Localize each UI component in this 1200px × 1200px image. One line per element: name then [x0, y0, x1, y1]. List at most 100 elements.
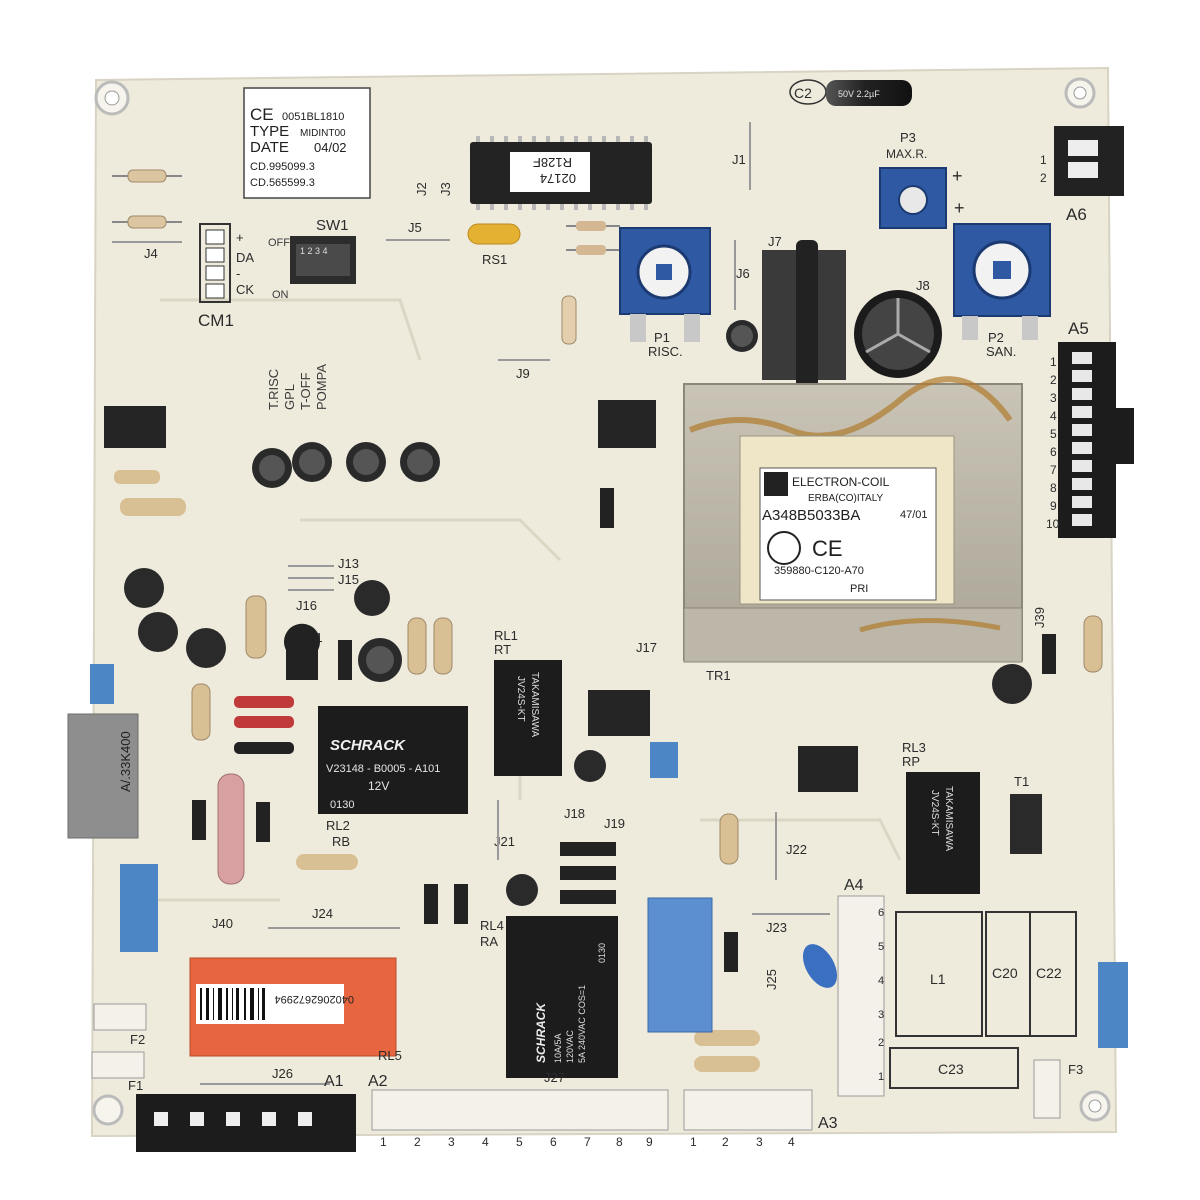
p3-sub: MAX.R. [886, 147, 927, 161]
connector-a1: A1 [136, 1073, 356, 1152]
x2-capacitor-blue [647, 897, 713, 1033]
a4-pin-3: 3 [878, 1009, 884, 1021]
rt-label: RT [494, 642, 511, 657]
svg-text:+: + [954, 198, 965, 218]
ferrite-choke-j7: J7 [762, 234, 846, 390]
resistors-center-top [561, 221, 620, 345]
a4-pin-2: 2 [878, 1037, 884, 1049]
connector-a5: A5 1 2 3 4 5 6 7 8 9 10 [1046, 319, 1134, 538]
tr1-origin: ERBA(CO)ITALY [808, 493, 884, 504]
sw1-on: ON [272, 289, 289, 301]
j40-label: J40 [212, 916, 233, 931]
jumper-group-j13-j16: J13 J15 J16 [288, 556, 359, 613]
connector-a6: 1 2 A6 [1040, 126, 1124, 224]
a2-pin-9: 9 [646, 1135, 653, 1149]
rl3-brand: TAKAMISAWA [943, 786, 954, 852]
c2-label: C2 [794, 85, 812, 101]
j13-label: J13 [338, 556, 359, 571]
rl2-date: 0130 [330, 799, 354, 811]
rl1-brand: TAKAMISAWA [529, 672, 540, 738]
a2-pin-2: 2 [414, 1135, 421, 1149]
cm1-ck: CK [236, 282, 254, 297]
a5-pin-7: 7 [1050, 463, 1057, 477]
rl2-brand: SCHRACK [330, 737, 406, 754]
a3-pin-2: 2 [722, 1135, 729, 1149]
rl4-rating1: 10A/5A [553, 1033, 563, 1063]
a6-pin2: 2 [1040, 171, 1047, 185]
j27-label: J27 [544, 1070, 565, 1085]
label-type-value: MIDINT00 [300, 128, 346, 139]
fuses: F2 F1 F3 [91, 1003, 1083, 1119]
a5-pin-4: 4 [1050, 409, 1057, 423]
j23-label: J23 [766, 920, 787, 935]
label-ce: CE [250, 105, 274, 124]
p1-sub: RISC. [648, 344, 683, 359]
j17-label: J17 [636, 640, 657, 655]
electrolytic-small-top [726, 320, 758, 352]
j19-label: J19 [604, 816, 625, 831]
a5-pin-1: 1 [1050, 355, 1057, 369]
relay-rl3: RL3 RP TAKAMISAWA JV24S-KT [902, 740, 980, 894]
resistors-vertical [114, 470, 1103, 1072]
transformer-tr1: ELECTRON-COIL ERBA(CO)ITALY A348B5033BA … [683, 376, 1023, 683]
relay-rl4: RL4 RA SCHRACK 10A/5A 120VAC 5A 240VAC C… [480, 916, 618, 1078]
c20-label: C20 [992, 965, 1018, 981]
a6-label: A6 [1066, 205, 1087, 224]
p1-label: P1 [654, 330, 670, 345]
a5-pin-5: 5 [1050, 427, 1057, 441]
sw1-fn-4: POMPA [314, 364, 329, 410]
orange-component: 0402062672994 RL5 [189, 957, 402, 1063]
a5-pin-10: 10 [1046, 517, 1060, 531]
rl1-label: RL1 [494, 628, 518, 643]
rl3-label: RL3 [902, 740, 926, 755]
chip-sticker-line1: 02174 [540, 171, 576, 186]
a5-pin-3: 3 [1050, 391, 1057, 405]
diodes [192, 488, 1056, 972]
a2-pin-3: 3 [448, 1135, 455, 1149]
tr1-brand: ELECTRON-COIL [792, 475, 890, 489]
rl2-label: RL2 [326, 818, 350, 833]
j3-label: J3 [438, 182, 453, 196]
label-cd2: CD.565599.3 [250, 177, 315, 189]
a2-pin-1: 1 [380, 1135, 387, 1149]
a4-label: A4 [844, 877, 864, 894]
sw1-label: SW1 [316, 217, 349, 234]
ra-label: RA [480, 934, 498, 949]
j4-label: J4 [144, 246, 158, 261]
tr1-pri: PRI [850, 583, 868, 595]
label-cd1: CD.995099.3 [250, 161, 315, 173]
optocoupler-mid [588, 690, 650, 736]
sw1-numbers: 1 2 3 4 [300, 246, 328, 256]
rs1-label: RS1 [482, 252, 507, 267]
relay-rl1: RL1 RT TAKAMISAWA JV24S-KT [494, 628, 562, 776]
sw1-fn-2: GPL [282, 384, 297, 410]
connector-a4: A4 6 5 4 3 2 1 [837, 877, 885, 1097]
a5-pin-2: 2 [1050, 373, 1057, 387]
label-date-value: 04/02 [314, 140, 347, 155]
label-card: CE 0051BL1810 TYPE MIDINT00 DATE 04/02 C… [243, 87, 371, 199]
rl4-label: RL4 [480, 918, 504, 933]
a4-pin-5: 5 [878, 941, 884, 953]
cm1-label: CM1 [198, 311, 234, 330]
sw1-fn-3: T-OFF [298, 372, 313, 410]
label-type: TYPE [250, 123, 289, 140]
connector-cm1: + DA - CK CM1 [198, 223, 254, 330]
chip-sticker-line2: R128F [533, 155, 572, 170]
rl4-code: 0130 [597, 943, 607, 963]
a3-pin-3: 3 [756, 1135, 763, 1149]
film-cap-print: A/.33K400 [118, 731, 133, 792]
a3-label: A3 [818, 1115, 838, 1132]
label-date: DATE [250, 139, 289, 156]
rl5-label: RL5 [378, 1048, 402, 1063]
a3-pin-4: 4 [788, 1135, 795, 1149]
electrolytic-row [124, 442, 1032, 906]
tr1-code: 359880-C120-A70 [774, 565, 864, 577]
orange-code: 0402062672994 [274, 993, 354, 1005]
a5-pin-8: 8 [1050, 481, 1057, 495]
cm1-minus: - [236, 266, 240, 281]
dip-switch-sw1: SW1 1 2 3 4 OFF ON T.RISC GPL T-OFF POMP… [266, 217, 356, 410]
c22-label: C22 [1036, 965, 1062, 981]
j26-label: J26 [272, 1066, 293, 1081]
tr1-label: TR1 [706, 668, 731, 683]
